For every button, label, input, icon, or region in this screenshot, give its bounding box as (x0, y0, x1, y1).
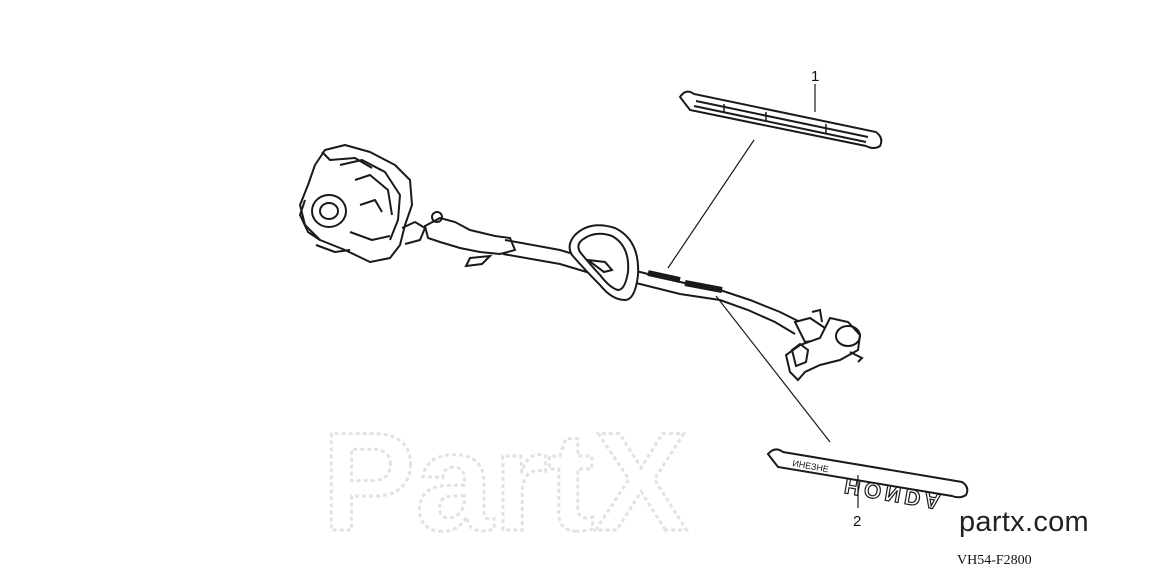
upper-decal-part-1 (678, 90, 883, 149)
leader-lines (667, 84, 859, 508)
loop-handle (568, 224, 640, 302)
lower-decal-part-2: ИНЕЗНЕ HONDA (766, 448, 969, 516)
site-url: partx.com (959, 506, 1090, 538)
engine-unit (299, 144, 426, 263)
callout-number-2: 2 (853, 513, 862, 530)
leader-line-2-shaft (715, 295, 831, 443)
leader-line-1-shaft (667, 139, 755, 269)
drive-shaft (423, 211, 801, 335)
watermark: PartX (321, 402, 690, 562)
callout-number-1: 1 (811, 68, 820, 85)
diagram-code: VH54-F2800 (957, 553, 1032, 568)
watermark-text: PartX (322, 403, 688, 560)
gear-head (784, 308, 864, 382)
